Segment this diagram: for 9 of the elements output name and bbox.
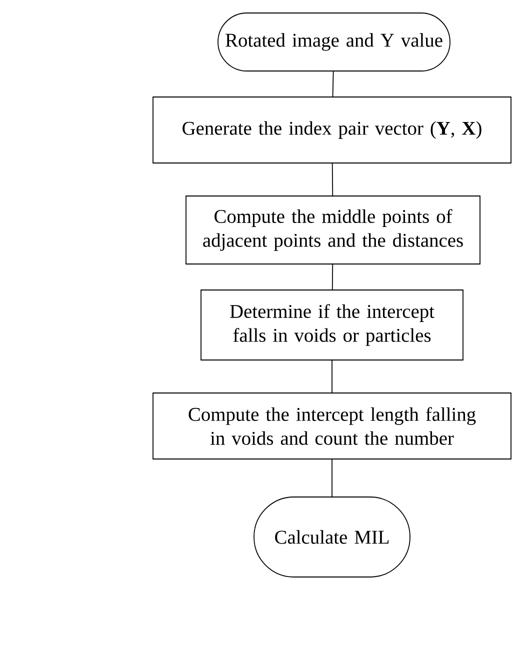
terminal-box: Calculate MIL [254, 496, 410, 578]
process-box: Determine if the intercept falls in voids or particles [200, 290, 464, 360]
process-box: Generate the index pair vector (Y, X) [152, 96, 512, 164]
connector-line [332, 71, 334, 97]
connector-line [332, 264, 334, 290]
terminal-box: Rotated image and Y value [218, 12, 450, 72]
process-box: Compute the intercept length falling in voids and count the number [152, 392, 512, 460]
process-box: Compute the middle points of adjacent points and the distances [186, 196, 480, 264]
connector-line [332, 163, 334, 196]
